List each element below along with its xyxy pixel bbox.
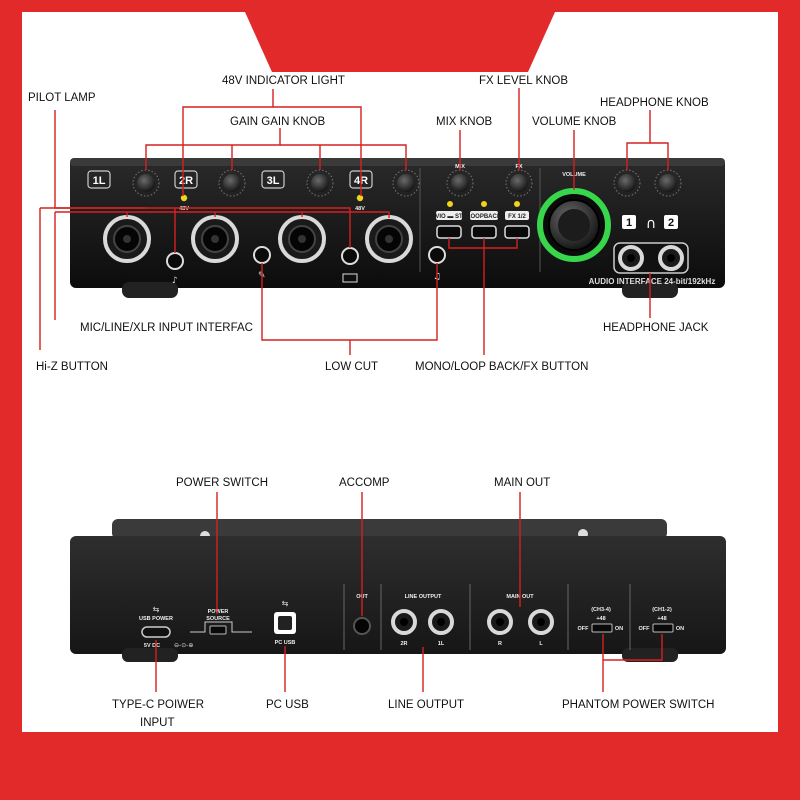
label-headphone-jack: HEADPHONE JACK [603, 322, 709, 334]
svg-text:+48: +48 [657, 616, 666, 622]
mono-button[interactable]: VIO ▬ ST [435, 201, 463, 239]
svg-text:SOURCE: SOURCE [206, 616, 230, 622]
front-leaders [39, 88, 669, 355]
line-output-jacks[interactable]: LINE OUTPUT 2R 1L [391, 594, 454, 647]
power-source-switch[interactable]: POWER SOURCE [190, 609, 252, 635]
label-pc-usb: PC USB [266, 699, 309, 711]
svg-text:(CH1-2): (CH1-2) [652, 607, 672, 613]
dc-polarity-icon: ⊖-⊙-⊕ [174, 642, 193, 649]
lowcut-button-2[interactable] [253, 246, 271, 264]
led-48v-b: 48V [355, 194, 365, 212]
phantom-switch-ch12[interactable]: (CH1-2) +48 OFF ON [639, 607, 685, 633]
label-typec-line1: TYPE-C POIWER [112, 699, 204, 711]
phantom-switch-ch34[interactable]: (CH3-4) +48 OFF ON [578, 607, 624, 633]
svg-text:1: 1 [626, 217, 632, 229]
label-line-output: LINE OUTPUT [388, 699, 464, 711]
svg-text:3L: 3L [267, 175, 280, 187]
xlr-input-1[interactable] [103, 215, 151, 263]
svg-text:OFF: OFF [578, 626, 590, 632]
label-mix-knob: MIX KNOB [436, 116, 493, 128]
headphone-jacks[interactable] [613, 242, 689, 274]
label-accomp: ACCOMP [339, 477, 390, 489]
loopback-button[interactable]: LOOPBACK [467, 201, 502, 239]
rear-leaders [155, 492, 663, 692]
label-power-switch: POWER SWITCH [176, 477, 268, 489]
svg-text:VIO ▬ ST: VIO ▬ ST [435, 214, 463, 220]
fx-button[interactable]: FX 1/2 [504, 201, 530, 239]
label-pilot-lamp: PILOT LAMP [28, 92, 96, 104]
xlr-input-4[interactable] [365, 215, 413, 263]
svg-text:1L: 1L [438, 641, 445, 647]
svg-text:48V: 48V [355, 206, 365, 212]
volume-knob[interactable]: VOLUME [537, 172, 611, 262]
channel-label-3: 3L [261, 170, 285, 189]
hiz-button-1[interactable] [166, 252, 184, 270]
usb-b-port[interactable]: ⇆ PC USB [274, 599, 296, 646]
svg-text:5V DC: 5V DC [144, 643, 160, 649]
svg-text:L: L [539, 641, 543, 647]
svg-text:+48: +48 [596, 616, 605, 622]
xlr-input-3[interactable] [278, 215, 326, 263]
label-gain-knob: GAIN GAIN KNOB [230, 116, 326, 128]
xlr-input-2[interactable] [191, 215, 239, 263]
led-48v-a: 48V [179, 194, 189, 212]
usb-c-port[interactable]: ⇆ USB POWER 5V DC ⊖-⊙-⊕ [139, 605, 193, 649]
svg-text:USB POWER: USB POWER [139, 616, 173, 622]
hiz-button-3[interactable] [341, 247, 359, 265]
keyboard-icon [342, 273, 358, 283]
label-mono-button: MONO/LOOP BACK/FX BUTTON [415, 361, 588, 373]
svg-text:2: 2 [668, 217, 674, 229]
label-fx-level-knob: FX LEVEL KNOB [479, 75, 568, 87]
svg-text:FX 1/2: FX 1/2 [508, 214, 526, 220]
svg-text:2R: 2R [400, 641, 407, 647]
label-typec-line2: INPUT [140, 717, 175, 729]
model-text: AUDIO INTERFACE 24-bit/192kHz [589, 277, 716, 286]
label-low-cut: LOW CUT [325, 361, 378, 373]
svg-text:R: R [498, 641, 502, 647]
label-headphone-knob: HEADPHONE KNOB [600, 97, 709, 109]
svg-text:LOOPBACK: LOOPBACK [467, 214, 502, 220]
usb-b-icon: ⇆ [282, 599, 289, 608]
svg-text:PC USB: PC USB [275, 640, 296, 646]
label-48v-indicator: 48V INDICATOR LIGHT [222, 75, 345, 87]
svg-text:1L: 1L [93, 175, 106, 187]
svg-text:(CH3-4): (CH3-4) [591, 607, 611, 613]
headphone-icon: ∩ [646, 216, 656, 232]
label-volume-knob: VOLUME KNOB [532, 116, 617, 128]
svg-text:ON: ON [676, 626, 684, 632]
label-input-interface: MIC/LINE/XLR INPUT INTERFAC [80, 322, 253, 334]
label-main-out: MAIN OUT [494, 477, 550, 489]
front-panel: 1L 2R 3L 4R [70, 158, 725, 298]
guitar-icon: ♪ [172, 276, 178, 286]
svg-text:2R: 2R [179, 175, 193, 187]
lowcut-button-4[interactable] [428, 246, 446, 264]
svg-text:LINE OUTPUT: LINE OUTPUT [405, 594, 442, 600]
svg-text:OFF: OFF [639, 626, 651, 632]
headphone-badge: 1 ∩ 2 [622, 215, 678, 232]
label-hiz-button: Hi-Z BUTTON [36, 361, 108, 373]
svg-text:48V: 48V [179, 206, 189, 212]
svg-text:POWER: POWER [208, 609, 229, 615]
label-phantom-switch: PHANTOM POWER SWITCH [562, 699, 714, 711]
channel-label-1: 1L [87, 170, 111, 189]
rear-panel: ⇆ USB POWER 5V DC ⊖-⊙-⊕ POWER SOURCE ⇆ P… [70, 519, 726, 662]
usb-icon: ⇆ [153, 605, 160, 614]
svg-text:ON: ON [615, 626, 623, 632]
